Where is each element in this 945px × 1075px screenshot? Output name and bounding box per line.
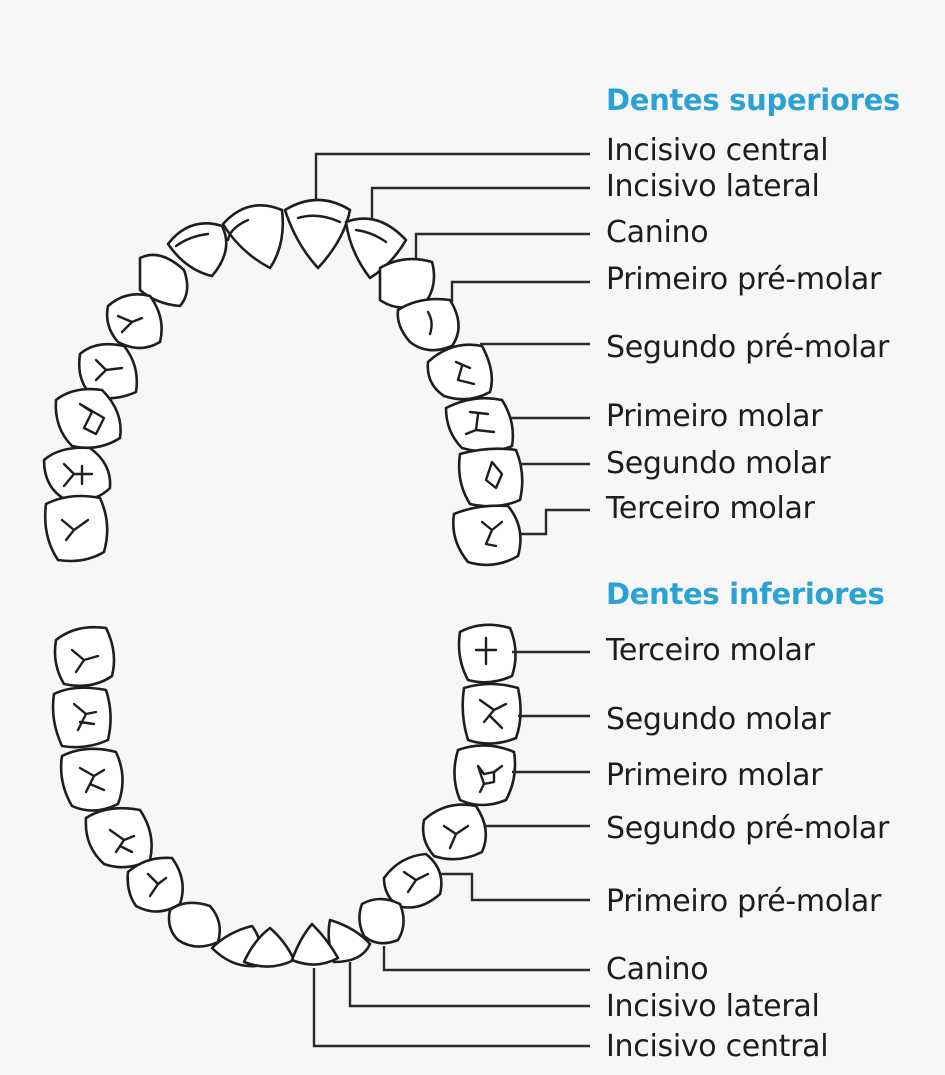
- upper-canine-right: [378, 257, 436, 309]
- lower-label-canine: Canino: [606, 952, 709, 987]
- lower-canine-right: [358, 897, 405, 945]
- upper-label-first-premolar: Primeiro pré-molar: [606, 262, 882, 297]
- upper-canine-left: [138, 253, 189, 308]
- upper-first-premolar-right: [396, 297, 460, 352]
- lower-heading: Dentes inferiores: [606, 577, 885, 611]
- lower-lateral-incisor-right: [327, 918, 372, 964]
- lower-label-third-molar: Terceiro molar: [606, 633, 815, 668]
- lower-central-incisor-left: [242, 926, 296, 968]
- lower-third-molar-right: [457, 623, 517, 684]
- upper-lateral-incisor-left: [166, 222, 228, 278]
- upper-leader-lines: [314, 152, 590, 536]
- upper-first-molar-right: [444, 396, 515, 453]
- upper-heading: Dentes superiores: [606, 83, 900, 117]
- upper-third-molar-right: [452, 504, 522, 567]
- upper-lateral-incisor-right: [344, 217, 408, 280]
- lower-first-premolar-left: [126, 856, 184, 913]
- upper-label-second-premolar: Segundo pré-molar: [606, 330, 890, 365]
- upper-second-premolar-left: [77, 342, 139, 400]
- lower-label-first-molar: Primeiro molar: [606, 758, 823, 793]
- lower-label-central-incisor: Incisivo central: [606, 1029, 829, 1064]
- upper-label-first-molar: Primeiro molar: [606, 399, 823, 434]
- lower-first-molar-right: [453, 744, 517, 807]
- upper-label-second-molar: Segundo molar: [606, 446, 831, 481]
- upper-label-third-molar: Terceiro molar: [606, 491, 815, 526]
- lower-label-second-molar: Segundo molar: [606, 702, 831, 737]
- lower-second-molar-left: [51, 686, 112, 749]
- upper-label-lateral-incisor: Incisivo lateral: [606, 169, 820, 204]
- lower-arch: [51, 623, 522, 968]
- upper-label-central-incisor: Incisivo central: [606, 133, 829, 168]
- upper-second-molar-right: [457, 447, 524, 508]
- lower-leader-lines: [312, 650, 590, 1048]
- lower-label-second-premolar: Segundo pré-molar: [606, 811, 890, 846]
- upper-arch: [42, 198, 524, 567]
- upper-central-incisor-left: [221, 204, 285, 270]
- lower-label-lateral-incisor: Incisivo lateral: [606, 989, 820, 1024]
- lower-first-premolar-right: [382, 852, 443, 909]
- upper-central-incisor-right: [283, 198, 352, 270]
- lower-canine-left: [167, 901, 222, 948]
- lower-label-first-premolar: Primeiro pré-molar: [606, 884, 882, 919]
- upper-label-canine: Canino: [606, 215, 709, 250]
- lower-central-incisor-right: [290, 922, 340, 966]
- lower-third-molar-left: [53, 625, 116, 688]
